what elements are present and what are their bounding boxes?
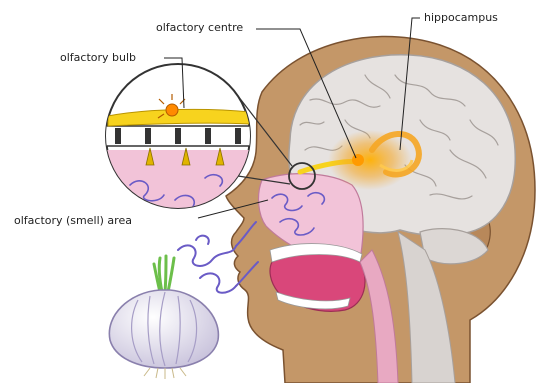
label-olfactory-area: olfactory (smell) area — [14, 215, 132, 226]
label-hippocampus: hippocampus — [424, 12, 498, 23]
label-olfactory-bulb: olfactory bulb — [60, 52, 136, 63]
garlic-icon — [109, 256, 218, 379]
olfactory-centre-glow — [328, 130, 412, 190]
label-olfactory-centre: olfactory centre — [156, 22, 243, 33]
olfactory-centre-core — [352, 154, 364, 166]
